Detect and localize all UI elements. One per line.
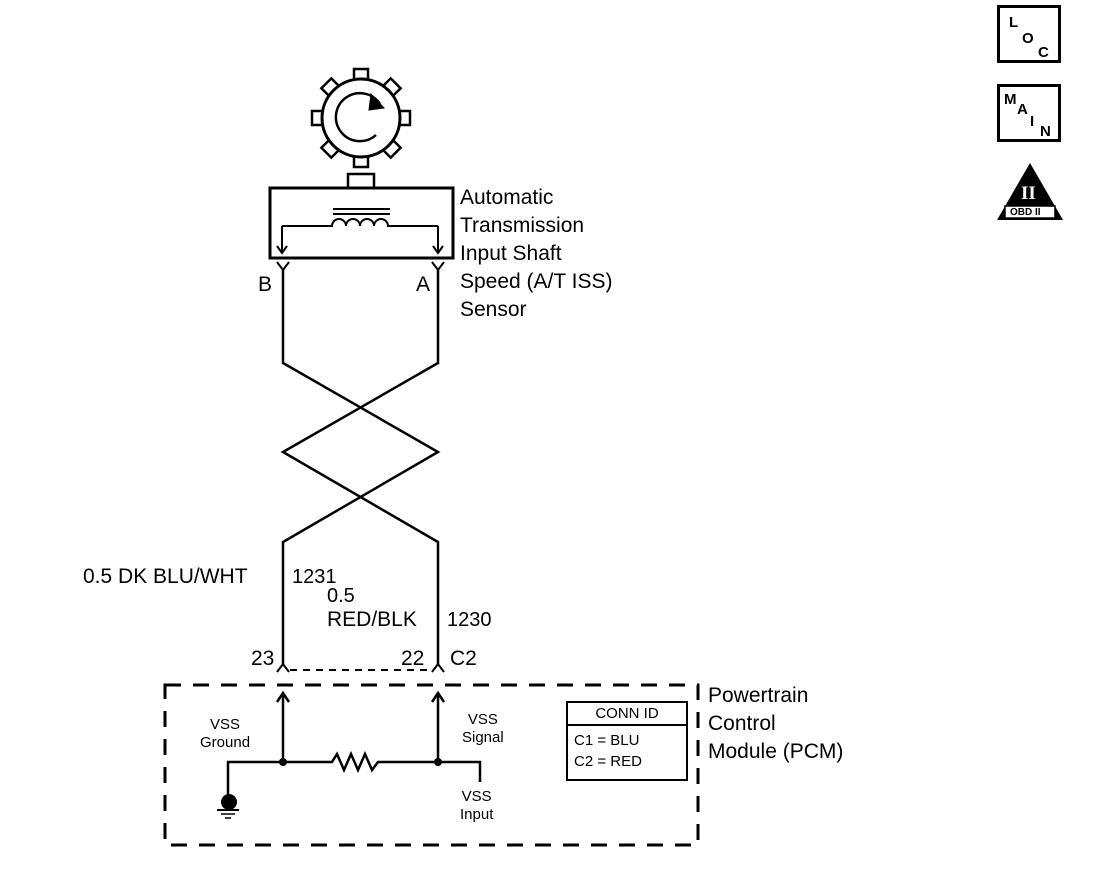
left-wire-color-label: 0.5 DK BLU/WHT [83,565,248,588]
twisted-pair-wires [280,270,441,665]
pin-22-label: 22 [401,647,425,670]
pin-23-label: 23 [251,647,275,670]
vss-signal-label: VSS Signal [462,711,504,746]
vss-ground-label: VSS Ground [200,716,251,751]
obd-ii-numeral: II [1021,183,1036,204]
sensor-terminals [276,261,445,272]
right-wire-circuit-label: 1230 [447,609,492,631]
connector-c2-label: C2 [450,647,477,670]
sensor-body [268,172,455,260]
conn-id-title: CONN ID [568,703,686,726]
junction-dot [434,758,442,766]
pcm-boundary [163,683,700,847]
pcm-label: Powertrain Control Module (PCM) [708,684,844,763]
vss-input-label: VSS Input [460,788,494,823]
junction-dot [279,758,287,766]
main-icon[interactable]: M A I N [997,84,1061,142]
ground-icon [217,794,239,819]
right-wire-gauge-label: 0.5 [327,585,355,607]
pcm-internal-circuit [226,690,482,798]
reluctor-wheel-icon [310,67,412,169]
obd-ii-icon [997,163,1063,220]
pcm-connector-pins [276,662,445,673]
right-wire-color-label: RED/BLK [327,608,417,631]
conn-id-row: C2 = RED [574,753,642,770]
loc-icon[interactable]: L O C [997,5,1061,63]
terminal-b-label: B [258,273,273,296]
terminal-a-label: A [416,273,431,296]
obd-ii-label: OBD II [1010,207,1041,218]
conn-id-table: CONN ID C1 = BLU C2 = RED [566,701,688,781]
sensor-label: Automatic Transmission Input Shaft Speed… [460,186,613,321]
left-wire-circuit-label: 1231 [292,566,337,588]
conn-id-row: C1 = BLU [574,732,640,749]
